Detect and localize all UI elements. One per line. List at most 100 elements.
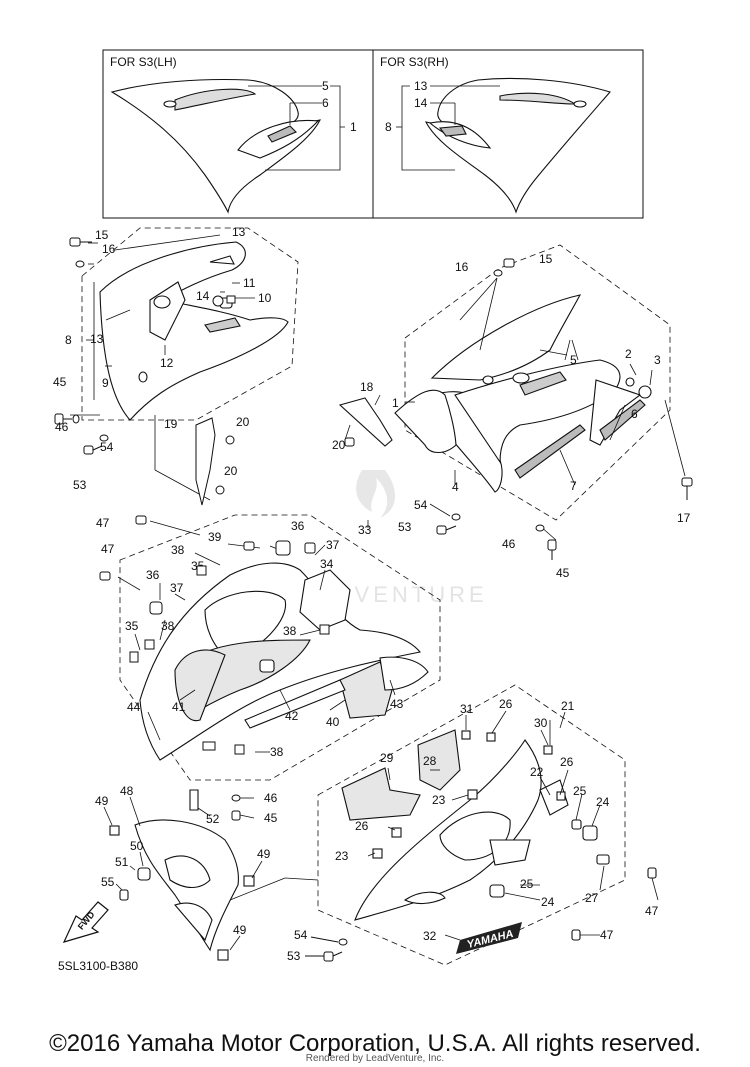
callout-49-c[interactable]: 49 [233, 923, 247, 937]
callout-51[interactable]: 51 [115, 855, 129, 869]
callout-21[interactable]: 21 [561, 699, 575, 713]
callout-38-d[interactable]: 38 [270, 745, 284, 759]
callout-4[interactable]: 4 [452, 480, 459, 494]
callout-42[interactable]: 42 [285, 709, 299, 723]
callout-36-b[interactable]: 36 [146, 568, 160, 582]
callout-46-left[interactable]: 46 [55, 420, 69, 434]
callout-23-b[interactable]: 23 [335, 849, 349, 863]
callout-44[interactable]: 44 [127, 700, 141, 714]
callout-49-a[interactable]: 49 [95, 794, 109, 808]
inner-panel-leaders [117, 520, 396, 753]
callout-13-left[interactable]: 13 [232, 225, 246, 239]
callout-15-right[interactable]: 15 [539, 252, 553, 266]
lower-right-fasteners [305, 936, 348, 962]
callout-24-b[interactable]: 24 [541, 895, 555, 909]
lh-side-cowling-illustration [110, 78, 321, 214]
callout-52[interactable]: 52 [206, 812, 220, 826]
callout-30[interactable]: 30 [534, 716, 548, 730]
callout-6[interactable]: 6 [322, 96, 329, 110]
callout-12[interactable]: 12 [160, 356, 174, 370]
callout-18[interactable]: 18 [360, 380, 374, 394]
callout-17[interactable]: 17 [677, 511, 691, 525]
decal-yamaha: YAMAHA [456, 922, 522, 954]
callout-20-b[interactable]: 20 [224, 464, 238, 478]
callout-19[interactable]: 19 [164, 417, 178, 431]
callout-31[interactable]: 31 [460, 702, 474, 716]
callout-36-a[interactable]: 36 [291, 519, 305, 533]
callout-2[interactable]: 2 [625, 347, 632, 361]
callout-16-left[interactable]: 16 [102, 242, 116, 256]
callout-50[interactable]: 50 [130, 839, 144, 853]
callout-35-b[interactable]: 35 [125, 619, 139, 633]
callout-20-right[interactable]: 20 [332, 438, 346, 452]
callout-6-right[interactable]: 6 [631, 407, 638, 421]
callout-15-left[interactable]: 15 [95, 228, 109, 242]
callout-45-lower[interactable]: 45 [264, 811, 278, 825]
callout-53-right[interactable]: 53 [398, 520, 412, 534]
callout-32[interactable]: 32 [423, 929, 437, 943]
callout-46-lower[interactable]: 46 [264, 791, 278, 805]
callout-38-a[interactable]: 38 [171, 543, 185, 557]
callout-25-b[interactable]: 25 [520, 877, 534, 891]
callout-5-right[interactable]: 5 [570, 353, 577, 367]
callout-47-d[interactable]: 47 [600, 928, 614, 942]
callout-53-left[interactable]: 53 [73, 478, 87, 492]
callout-5[interactable]: 5 [322, 79, 329, 93]
callout-22[interactable]: 22 [530, 765, 544, 779]
callout-43[interactable]: 43 [390, 697, 404, 711]
callout-40[interactable]: 40 [326, 715, 340, 729]
callout-8-inset[interactable]: 8 [385, 120, 392, 134]
callout-41[interactable]: 41 [172, 700, 186, 714]
callout-23-a[interactable]: 23 [432, 793, 446, 807]
callout-54-left[interactable]: 54 [100, 440, 114, 454]
callout-38-c[interactable]: 38 [283, 624, 297, 638]
rendered-by-watermark: Rendered by LeadVenture, Inc. [305, 1053, 445, 1064]
callout-8-left[interactable]: 8 [65, 333, 72, 347]
callout-11[interactable]: 11 [243, 276, 256, 290]
callout-53-lower[interactable]: 53 [287, 949, 301, 963]
callout-28[interactable]: 28 [423, 754, 437, 768]
callout-48[interactable]: 48 [120, 784, 134, 798]
callout-26-c[interactable]: 26 [355, 819, 369, 833]
callout-49-b[interactable]: 49 [257, 847, 271, 861]
callout-47-c[interactable]: 47 [645, 904, 659, 918]
callout-13-inset[interactable]: 13 [414, 79, 428, 93]
callout-1-right[interactable]: 1 [392, 396, 399, 410]
callout-45-right[interactable]: 45 [556, 566, 570, 580]
callout-46-right[interactable]: 46 [502, 537, 516, 551]
callout-9[interactable]: 9 [102, 376, 109, 390]
callout-47-a[interactable]: 47 [96, 516, 110, 530]
callout-26-b[interactable]: 26 [560, 755, 574, 769]
callout-20-a[interactable]: 20 [236, 415, 250, 429]
lh-inset-leaders [248, 85, 345, 171]
callout-14-left[interactable]: 14 [196, 289, 210, 303]
callout-45-left[interactable]: 45 [53, 375, 67, 389]
connecting-lines [229, 877, 319, 901]
under-cowling-illustration [341, 729, 657, 941]
callout-37-a[interactable]: 37 [326, 538, 340, 552]
callout-1[interactable]: 1 [350, 120, 357, 134]
callout-38-b[interactable]: 38 [161, 619, 175, 633]
callout-54-right[interactable]: 54 [414, 498, 428, 512]
callout-39[interactable]: 39 [208, 530, 222, 544]
callout-26-a[interactable]: 26 [499, 697, 513, 711]
callout-7[interactable]: 7 [570, 479, 577, 493]
callout-34[interactable]: 34 [320, 557, 334, 571]
callout-27[interactable]: 27 [585, 891, 599, 905]
under-cowling-group-outline [317, 684, 626, 966]
callout-47-b[interactable]: 47 [101, 542, 115, 556]
callout-14-inset[interactable]: 14 [414, 96, 428, 110]
rh-side-cowling-illustration [424, 77, 611, 214]
callout-37-b[interactable]: 37 [170, 581, 184, 595]
drawing-code: 5SL3100-B380 [58, 959, 138, 973]
callout-54-lower[interactable]: 54 [294, 928, 308, 942]
callout-10[interactable]: 10 [258, 291, 272, 305]
callout-55[interactable]: 55 [101, 875, 115, 889]
callout-33[interactable]: 33 [358, 523, 372, 537]
callout-24-a[interactable]: 24 [596, 795, 610, 809]
callout-3[interactable]: 3 [654, 353, 661, 367]
callout-25-a[interactable]: 25 [573, 784, 587, 798]
callout-16-right[interactable]: 16 [455, 260, 469, 274]
callout-13-left-b[interactable]: 13 [90, 332, 104, 346]
callout-29[interactable]: 29 [380, 751, 394, 765]
